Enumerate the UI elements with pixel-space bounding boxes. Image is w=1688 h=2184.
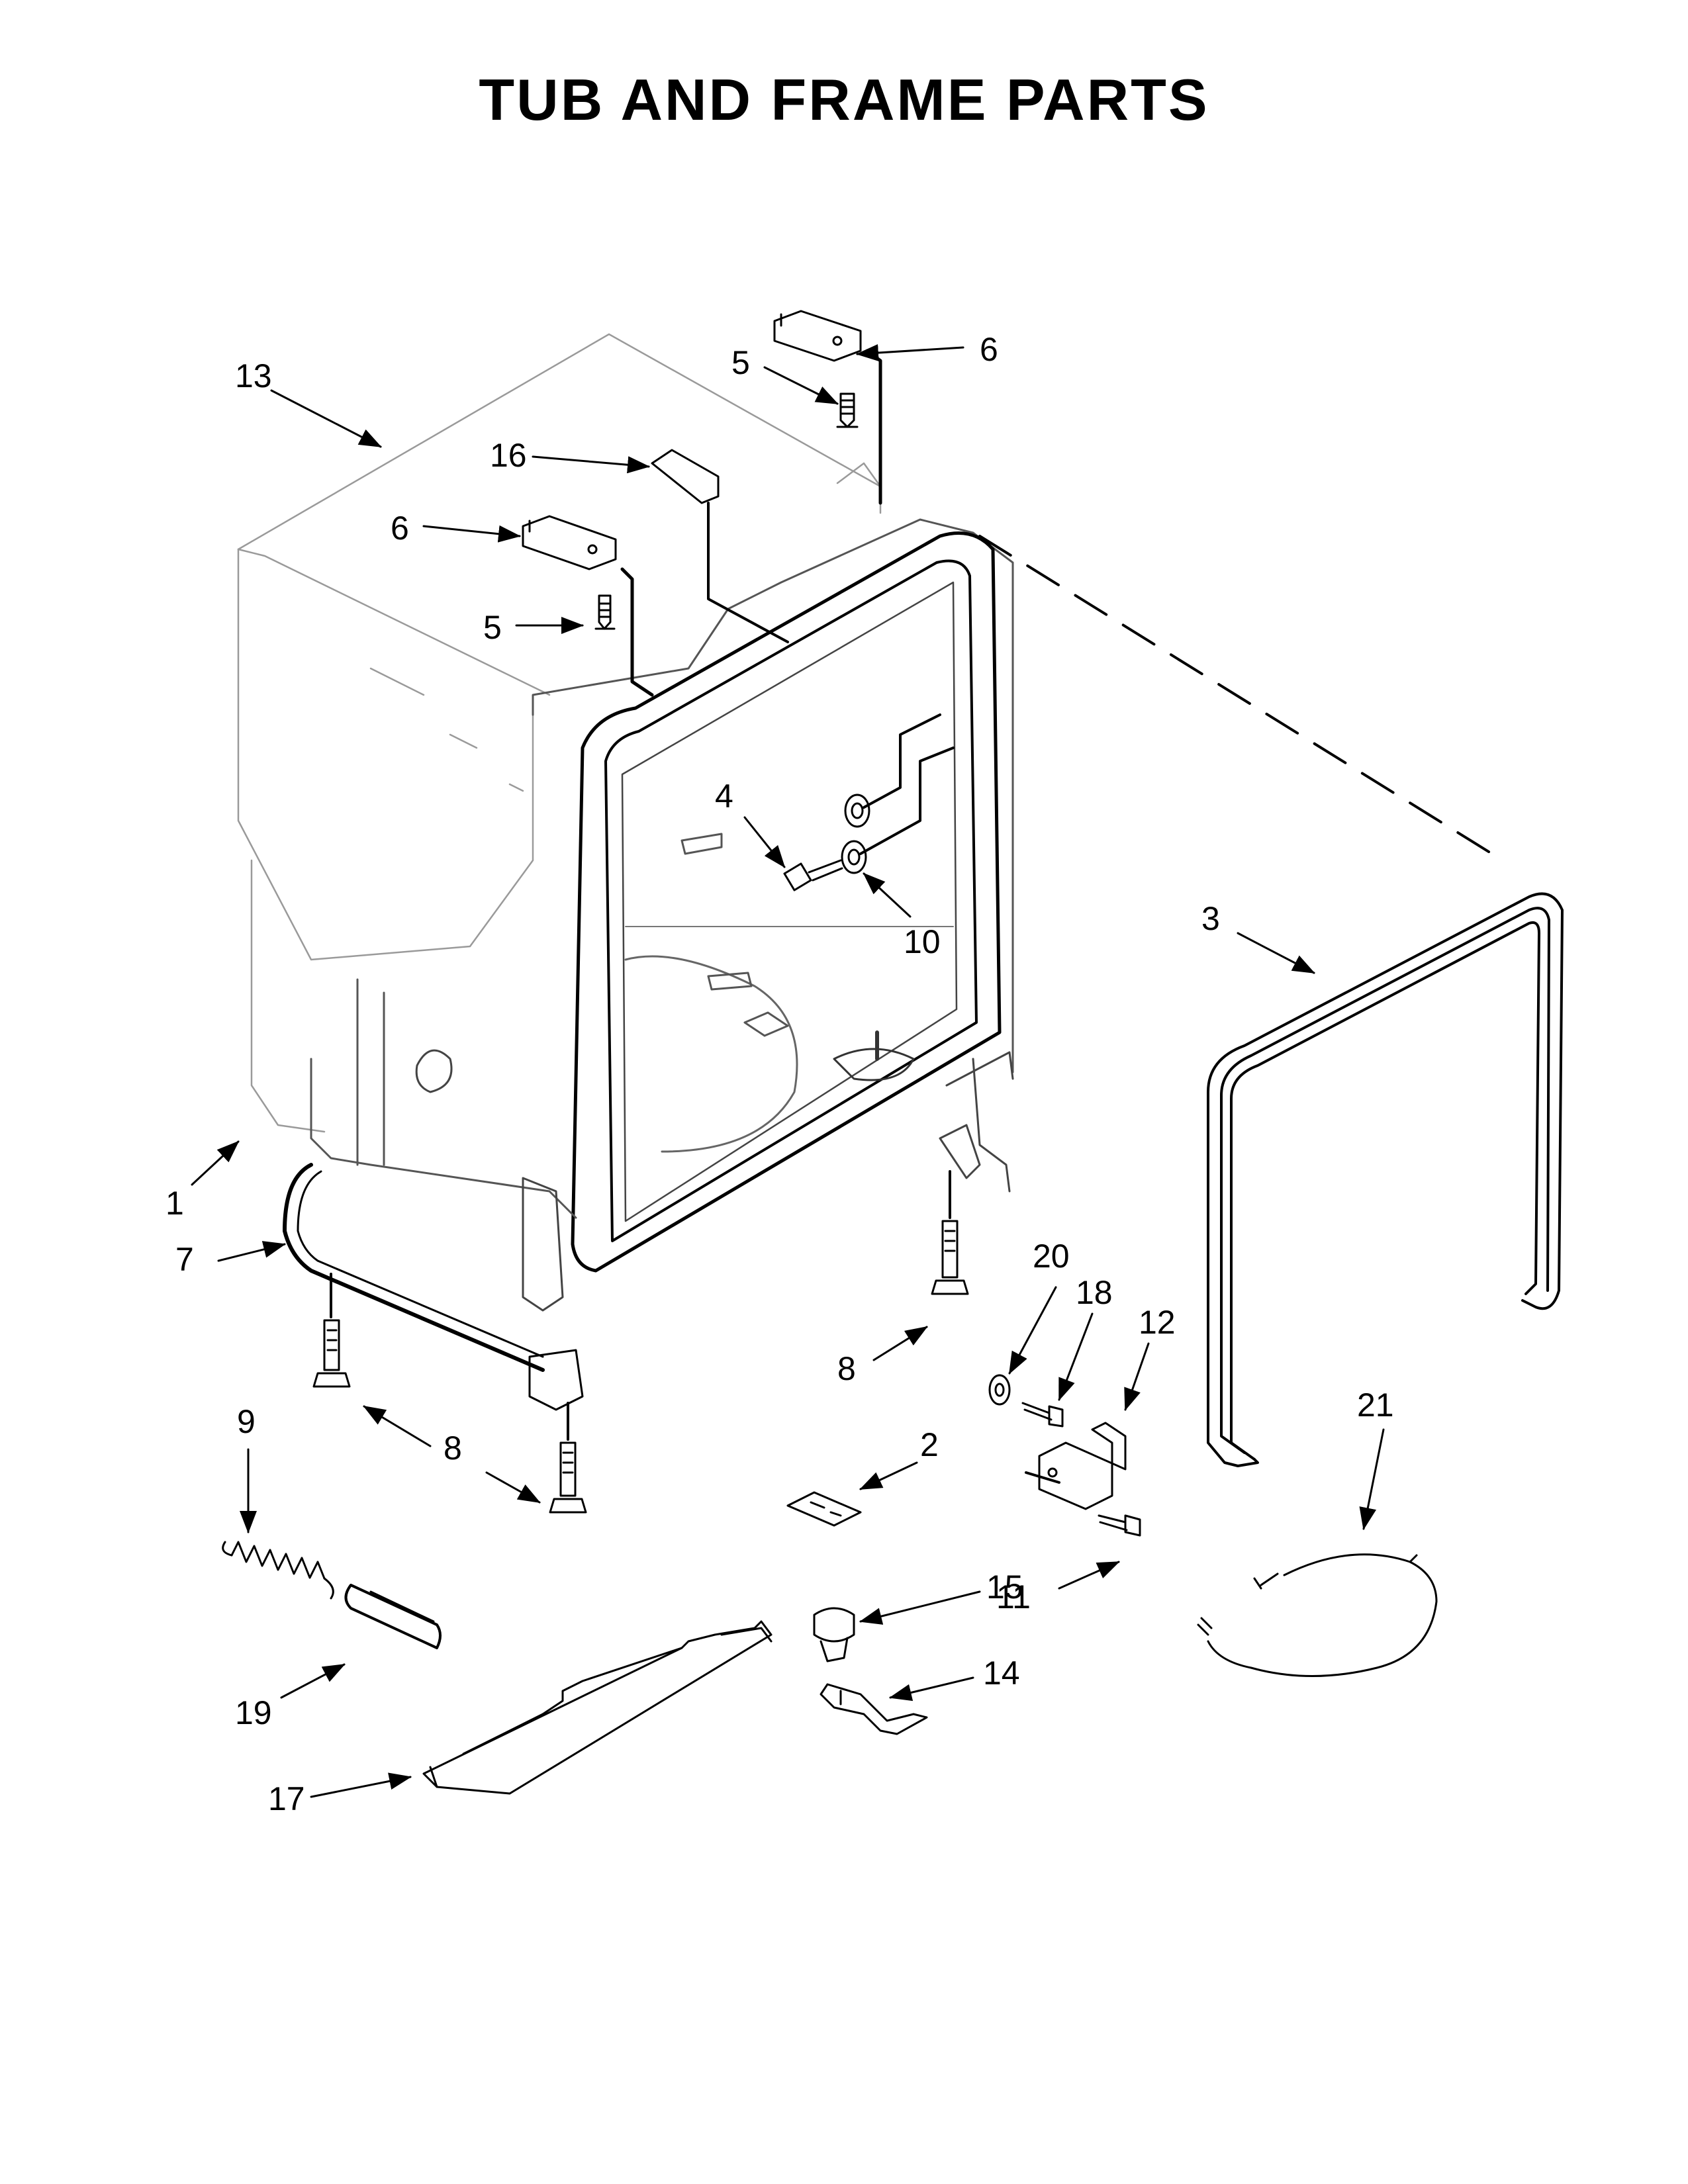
- callout-14: 14: [983, 1655, 1020, 1692]
- callout-2: 2: [920, 1426, 939, 1463]
- callout-10: 10: [904, 923, 941, 960]
- clip-part: [651, 449, 789, 643]
- screw-part-18: [1021, 1402, 1064, 1428]
- screw-part-11: [1098, 1514, 1141, 1537]
- callout-15: 15: [986, 1569, 1023, 1606]
- small-bracket-part: [786, 1491, 862, 1527]
- screw-left: [594, 594, 616, 630]
- callout-6-left: 6: [391, 510, 409, 547]
- callout-12: 12: [1139, 1304, 1176, 1341]
- mounting-bracket-upper-right: [773, 310, 882, 505]
- callout-6-upper: 6: [980, 331, 998, 368]
- callout-5-upper: 5: [731, 344, 750, 381]
- hinge-bolt: [783, 859, 843, 891]
- callout-3: 3: [1201, 900, 1220, 937]
- foam-pad-part: [344, 1584, 442, 1649]
- mounting-bracket-part-12: [1025, 1422, 1127, 1510]
- door-gasket-part: [1207, 892, 1564, 1467]
- callout-16: 16: [490, 437, 527, 474]
- callout-4: 4: [715, 778, 733, 815]
- callout-5-left: 5: [483, 609, 502, 646]
- insulation-blanket-part: [237, 333, 882, 1133]
- toe-panel-plate-part: [422, 1620, 773, 1795]
- spring-part: [222, 1541, 334, 1600]
- callout-19: 19: [235, 1694, 272, 1731]
- hinge-spring-washers: [841, 713, 955, 874]
- callout-11: 11: [996, 1578, 1031, 1615]
- screw-upper: [836, 392, 859, 428]
- wire-harness-part: [1197, 1553, 1438, 1677]
- callout-17: 17: [268, 1780, 305, 1817]
- leveling-leg-left: [312, 1273, 351, 1388]
- gasket-leader-dashed: [978, 535, 1504, 862]
- callout-labels: 13 6 5 16 6 5 4 10 3 1 7 20 18 12 8 21 9…: [165, 331, 1394, 1817]
- callout-8-left: 8: [444, 1430, 462, 1467]
- callout-1: 1: [165, 1185, 184, 1222]
- tub-assembly-part: [310, 518, 1014, 1312]
- leveling-leg-right: [931, 1170, 969, 1295]
- callout-20: 20: [1033, 1238, 1070, 1275]
- callout-13: 13: [235, 357, 272, 394]
- mounting-bracket-left: [522, 515, 654, 697]
- switch-bracket-part: [820, 1683, 928, 1735]
- leveling-leg-front: [549, 1402, 587, 1514]
- float-switch-part: [813, 1607, 855, 1662]
- callout-7: 7: [175, 1241, 194, 1278]
- callout-21: 21: [1357, 1387, 1394, 1424]
- grommet-part: [988, 1374, 1011, 1406]
- callout-8-right: 8: [837, 1350, 856, 1387]
- callout-arrows: [191, 344, 1385, 1798]
- page-title: TUB AND FRAME PARTS: [479, 67, 1209, 132]
- callout-9: 9: [237, 1403, 256, 1440]
- callout-18: 18: [1076, 1274, 1113, 1311]
